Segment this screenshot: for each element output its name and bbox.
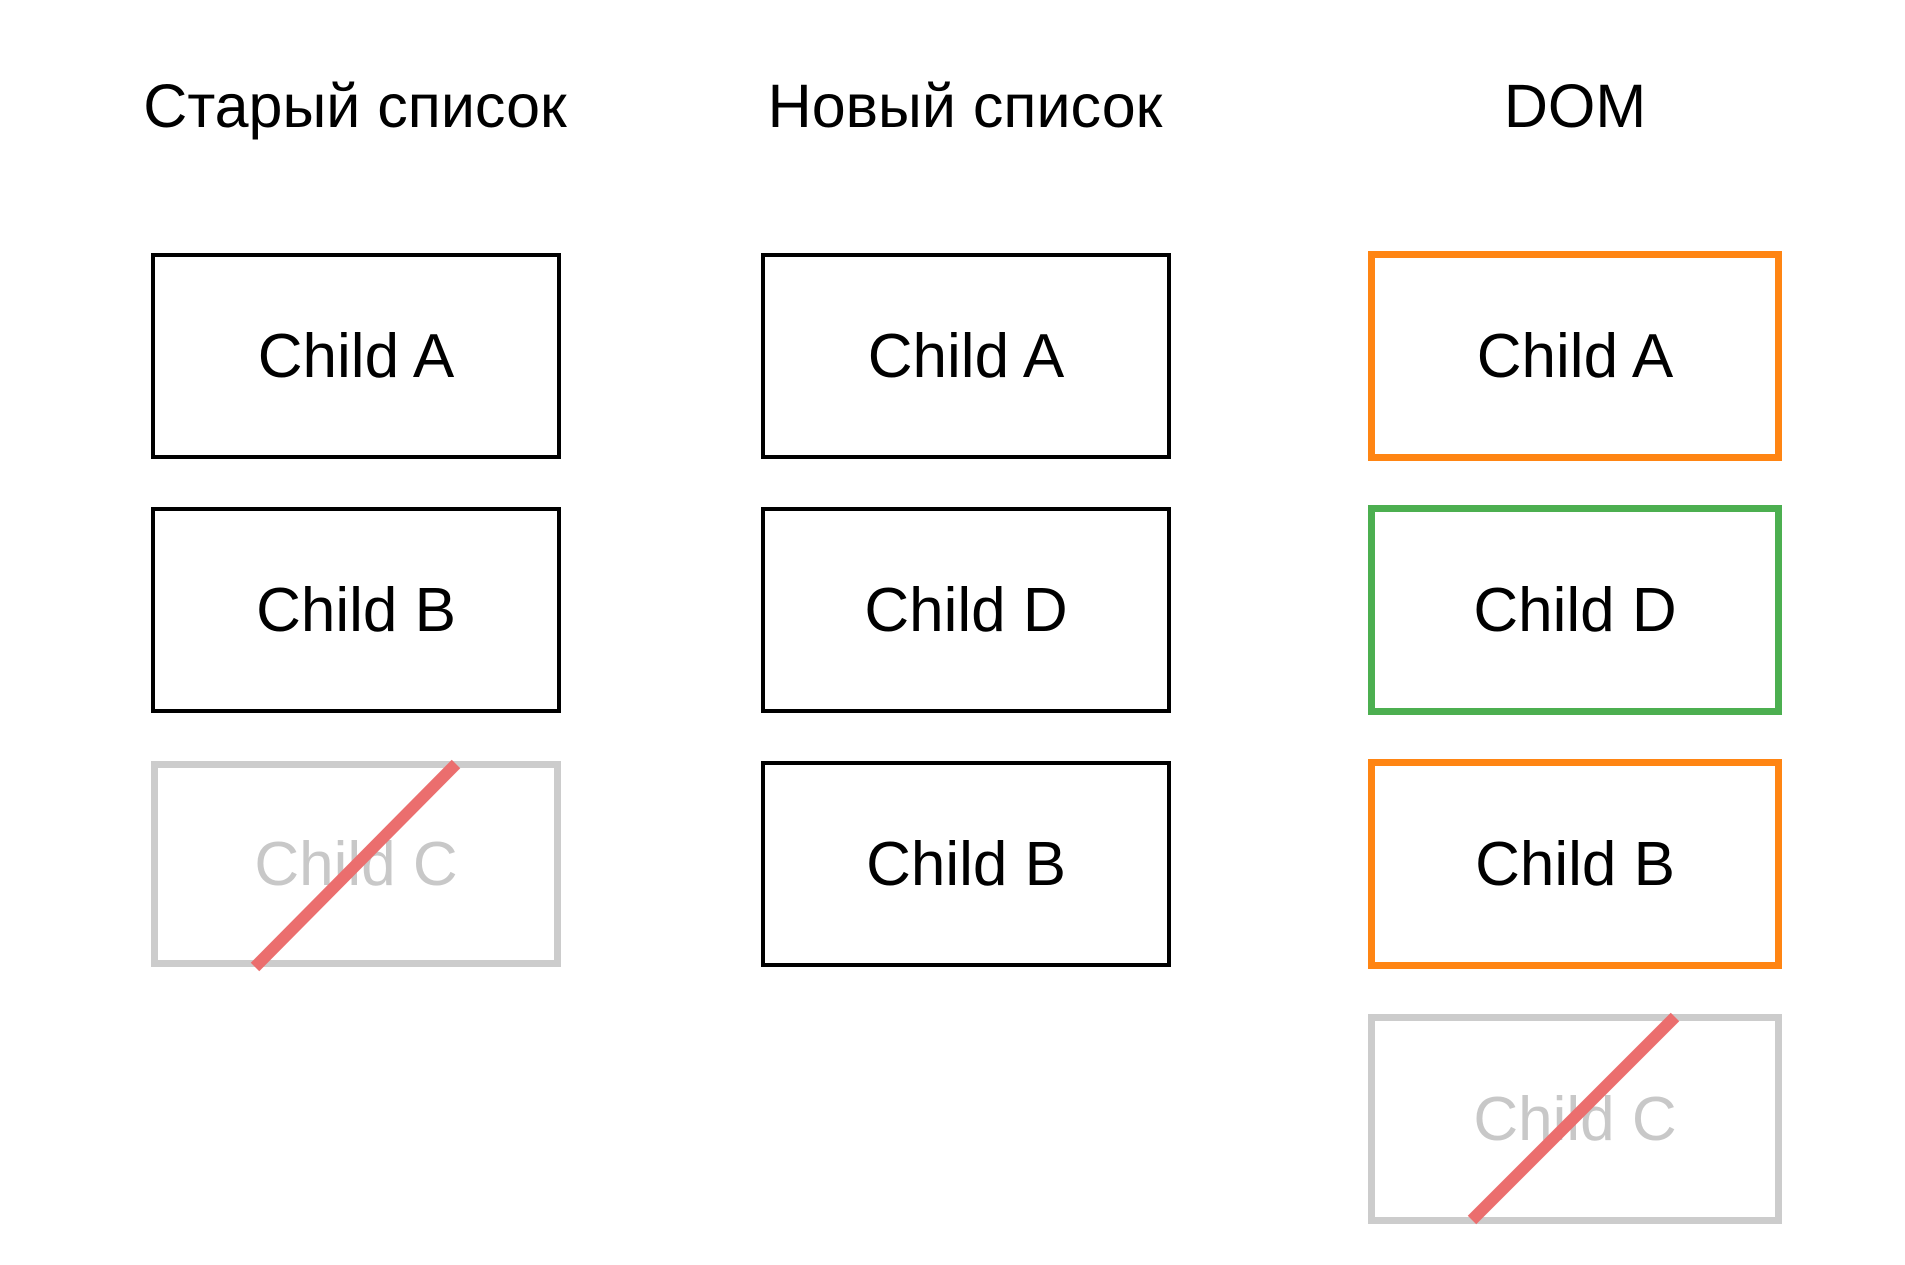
dom-item-removed: Child C — [1368, 1012, 1782, 1225]
dom-item-added: Child D — [1368, 505, 1782, 715]
strikethrough-line — [250, 759, 461, 972]
old-list-title: Старый список — [143, 72, 567, 140]
old-list-item: Child A — [151, 253, 561, 459]
new-list-item: Child A — [761, 253, 1171, 459]
old-list-item: Child B — [151, 507, 561, 713]
new-list-title: Новый список — [767, 72, 1163, 140]
dom-item-moved: Child B — [1368, 759, 1782, 969]
item-label: Child D — [1473, 575, 1677, 645]
dom-item-moved: Child A — [1368, 251, 1782, 461]
item-label: Child B — [866, 829, 1066, 899]
old-list-item-removed: Child C — [151, 759, 561, 972]
new-list-item: Child B — [761, 761, 1171, 967]
item-label: Child A — [1476, 321, 1674, 391]
strikethrough-line — [1467, 1012, 1680, 1225]
item-label: Child A — [257, 321, 455, 391]
item-label: Child B — [256, 575, 456, 645]
item-label: Child D — [864, 575, 1068, 645]
item-label: Child A — [867, 321, 1065, 391]
item-label: Child B — [1475, 829, 1675, 899]
new-list-item: Child D — [761, 507, 1171, 713]
dom-title: DOM — [1503, 72, 1647, 140]
